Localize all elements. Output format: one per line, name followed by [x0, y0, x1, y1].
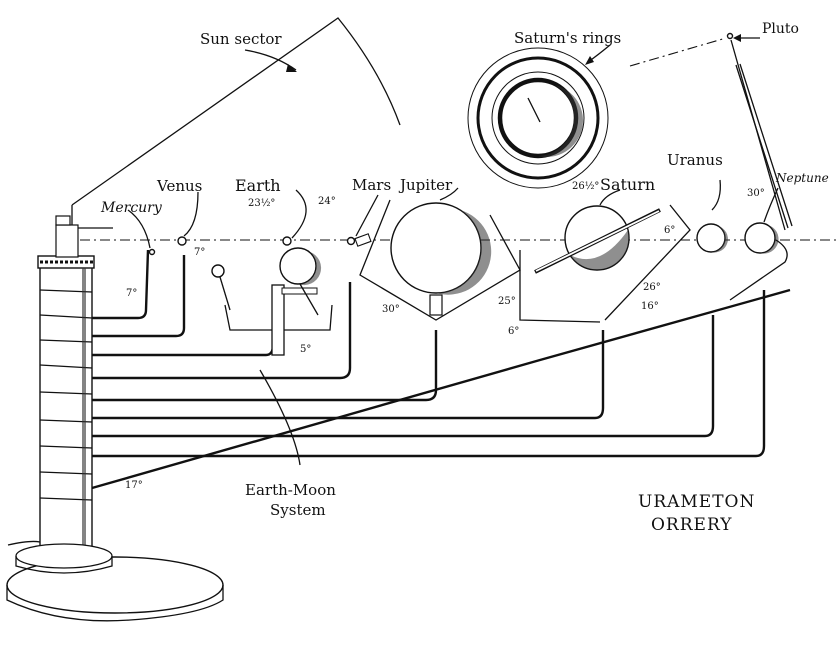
central-column — [37, 215, 95, 549]
label-pluto: Pluto — [762, 21, 799, 37]
saturns-rings — [467, 47, 609, 189]
label-sun-sector: Sun sector — [200, 30, 282, 48]
mars-planet — [346, 236, 356, 246]
label-jupiter: Jupiter — [398, 176, 453, 194]
uranus-planet — [696, 223, 728, 253]
leader-lines — [127, 179, 779, 466]
moon-planet — [211, 264, 225, 278]
jupiter-planet — [359, 199, 521, 321]
angle-jupiter-25: 25° — [498, 296, 516, 307]
mercury-planet — [148, 248, 156, 256]
angle-mars-tilt: 24° — [318, 196, 336, 207]
neptune-planet — [744, 222, 779, 254]
label-uranus: Uranus — [667, 151, 723, 169]
angle-jupiter-30: 30° — [382, 304, 400, 315]
angle-saturn-tilt: 26½° — [572, 181, 599, 192]
angle-uranus-26: 26° — [643, 282, 661, 293]
sun-sector — [71, 17, 401, 229]
venus-planet — [177, 236, 187, 246]
angle-column: 17° — [125, 480, 143, 491]
label-earth-moon-line1: Earth-Moon — [245, 481, 336, 499]
title-line1: URAMETON — [638, 492, 755, 512]
label-neptune: Neptune — [775, 171, 829, 185]
label-earth: Earth — [235, 176, 281, 195]
angle-neptune: 30° — [747, 188, 765, 199]
angle-saturn-6: 6° — [508, 326, 519, 337]
angle-moon: 7° — [194, 247, 205, 258]
sun-sector-arrow — [244, 49, 297, 71]
angle-mercury: 7° — [126, 288, 137, 299]
earth-bracket — [281, 287, 318, 295]
label-earth-moon-line2: System — [270, 501, 326, 519]
earth-pillar — [271, 284, 285, 356]
angle-uranus-6: 6° — [664, 225, 675, 236]
label-mars: Mars — [352, 176, 391, 194]
arrowhead — [286, 64, 297, 72]
label-venus: Venus — [156, 177, 202, 195]
label-mercury: Mercury — [100, 200, 163, 216]
angle-earth-moon: 5° — [300, 344, 311, 355]
angle-uranus-16: 16° — [641, 301, 659, 312]
title-line2: ORRERY — [651, 515, 732, 535]
saturn-planet — [534, 205, 661, 274]
label-saturns-rings: Saturn's rings — [514, 29, 621, 47]
pluto-planet — [629, 32, 793, 231]
label-saturn: Saturn — [600, 175, 655, 194]
earth-planet — [279, 236, 322, 286]
base-disk — [6, 540, 224, 622]
angle-earth-tilt: 23½° — [248, 198, 275, 209]
